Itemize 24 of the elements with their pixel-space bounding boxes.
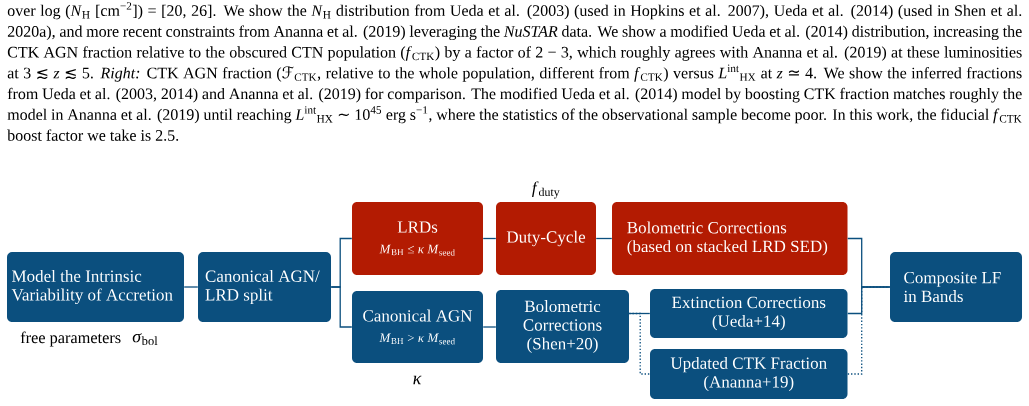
process-box: Extinction Corrections (Ueda+14) — [650, 289, 848, 338]
parameter-symbol: f$_{duty}$ — [532, 181, 560, 199]
connector-line — [847, 286, 891, 315]
process-box: Model the Intrinsic Variability of Accretion — [7, 252, 184, 322]
connector-line — [482, 237, 497, 240]
process-box: Duty-Cycle — [496, 202, 596, 275]
process-box: Updated CTK Fraction (Ananna+19) — [650, 349, 848, 399]
process-box: Canonical AGN/ LRD split — [198, 252, 331, 322]
process-box: Bolometric Corrections (Shen+20) — [496, 290, 629, 363]
connector-line — [847, 286, 891, 375]
connector-line — [628, 312, 651, 315]
parameter-symbol: σ$_{bol}$ — [132, 332, 158, 346]
connector-line — [482, 326, 497, 328]
process-box: Canonical AGN M$_{BH}$ > κ M$_{seed}$ — [352, 291, 483, 363]
connector-line — [595, 237, 613, 240]
parameter-symbol: κ — [413, 375, 422, 385]
connector-line — [330, 286, 353, 328]
process-box: LRDs M$_{BH}$ ≤ κ M$_{seed}$ — [352, 202, 483, 275]
paragraph-text: over log (N$_{H}$ [cm$^{−2}$]) = [20, 26]. We show the N$_{H}$ distribution from Ueda et al. (2003) (used in Hopkins et al. 2007), Ueda et al. (2014) (used in Shen et al. 2020a), and more recent constraints from Ananna et al. (2019) leveraging the NuSTAR data. We show a modified Ueda et al. (2014) distribution, increasing the CTK AGN fraction relative to the obscured CTN population (f$_{CTK}$) by a factor of 2 − 3, which roughly agrees with Ananna et al. (2019) at these luminosities at 3 ≲ z ≲ 5. Right: CTK AGN fraction (ℱ$_{CTK}$, relative to the whole population, different from f$_{CTK}$) versus L$^{int}$$_{HX}$ at z ≃ 4. We show the inferred fractions from Ueda et al. (2003, 2014) and Ananna et al. (2019) for comparison. The modified Ueda et al. (2014) model by boosting CTK fraction matches roughly the model in Ananna et al. (2019) until reaching L$^{int}$$_{HX}$ ∼ 10$^{45}$ erg s$^{−1}$, where the statistics of the observational sample become poor. In this work, the fiducial f$_{CTK}$ boost factor we take is 2.5. — [7, 2, 1022, 141]
annotation-text: free parameters — [20, 331, 121, 347]
connector-line — [628, 312, 651, 375]
process-box: Composite LF in Bands — [890, 252, 1022, 322]
process-box: Bolometric Corrections (based on stacked LRD SED) — [612, 202, 848, 275]
connector-line — [183, 286, 199, 288]
